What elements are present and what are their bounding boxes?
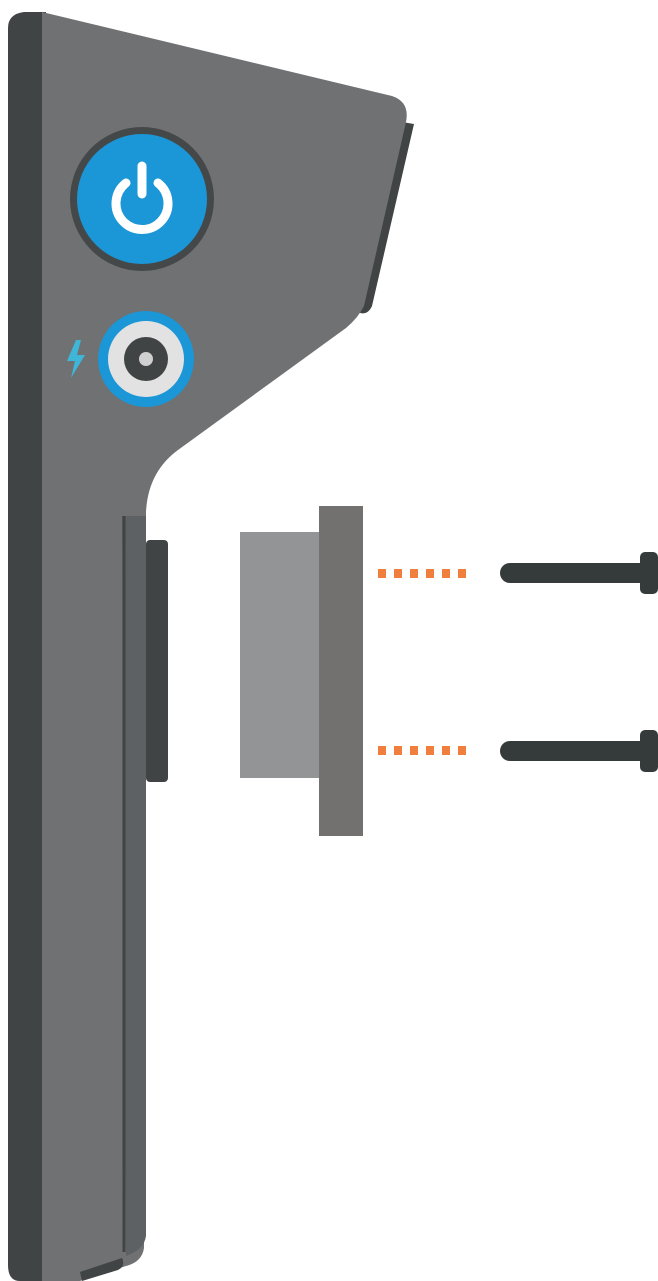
device-mount-slot: [146, 540, 168, 782]
guide-dash: [378, 746, 386, 755]
power-icon: [111, 161, 173, 234]
guide-dash: [410, 746, 418, 755]
wall-mount-bracket: [240, 532, 322, 778]
wall-mount-plate: [319, 506, 363, 836]
guide-dash: [426, 569, 434, 578]
guide-dash: [442, 569, 450, 578]
screw-guide-top: [378, 569, 466, 578]
device-body-edge: [8, 12, 46, 1281]
guide-dash: [426, 746, 434, 755]
charge-port-pin: [139, 352, 153, 366]
guide-dash: [378, 569, 386, 578]
guide-dash: [410, 569, 418, 578]
guide-dash: [394, 746, 402, 755]
guide-dash: [458, 746, 466, 755]
device-head-rear-edge: [360, 122, 414, 314]
screw-guide-bottom: [378, 746, 466, 755]
guide-dash: [458, 569, 466, 578]
guide-dash: [442, 746, 450, 755]
device-handle-strip: [122, 516, 146, 1256]
mounting-screw-bottom: [500, 730, 658, 772]
power-button[interactable]: [77, 134, 207, 264]
device-foot: [80, 1258, 124, 1281]
mounting-screw-top: [500, 552, 658, 594]
lightning-icon: [67, 340, 85, 378]
guide-dash: [394, 569, 402, 578]
